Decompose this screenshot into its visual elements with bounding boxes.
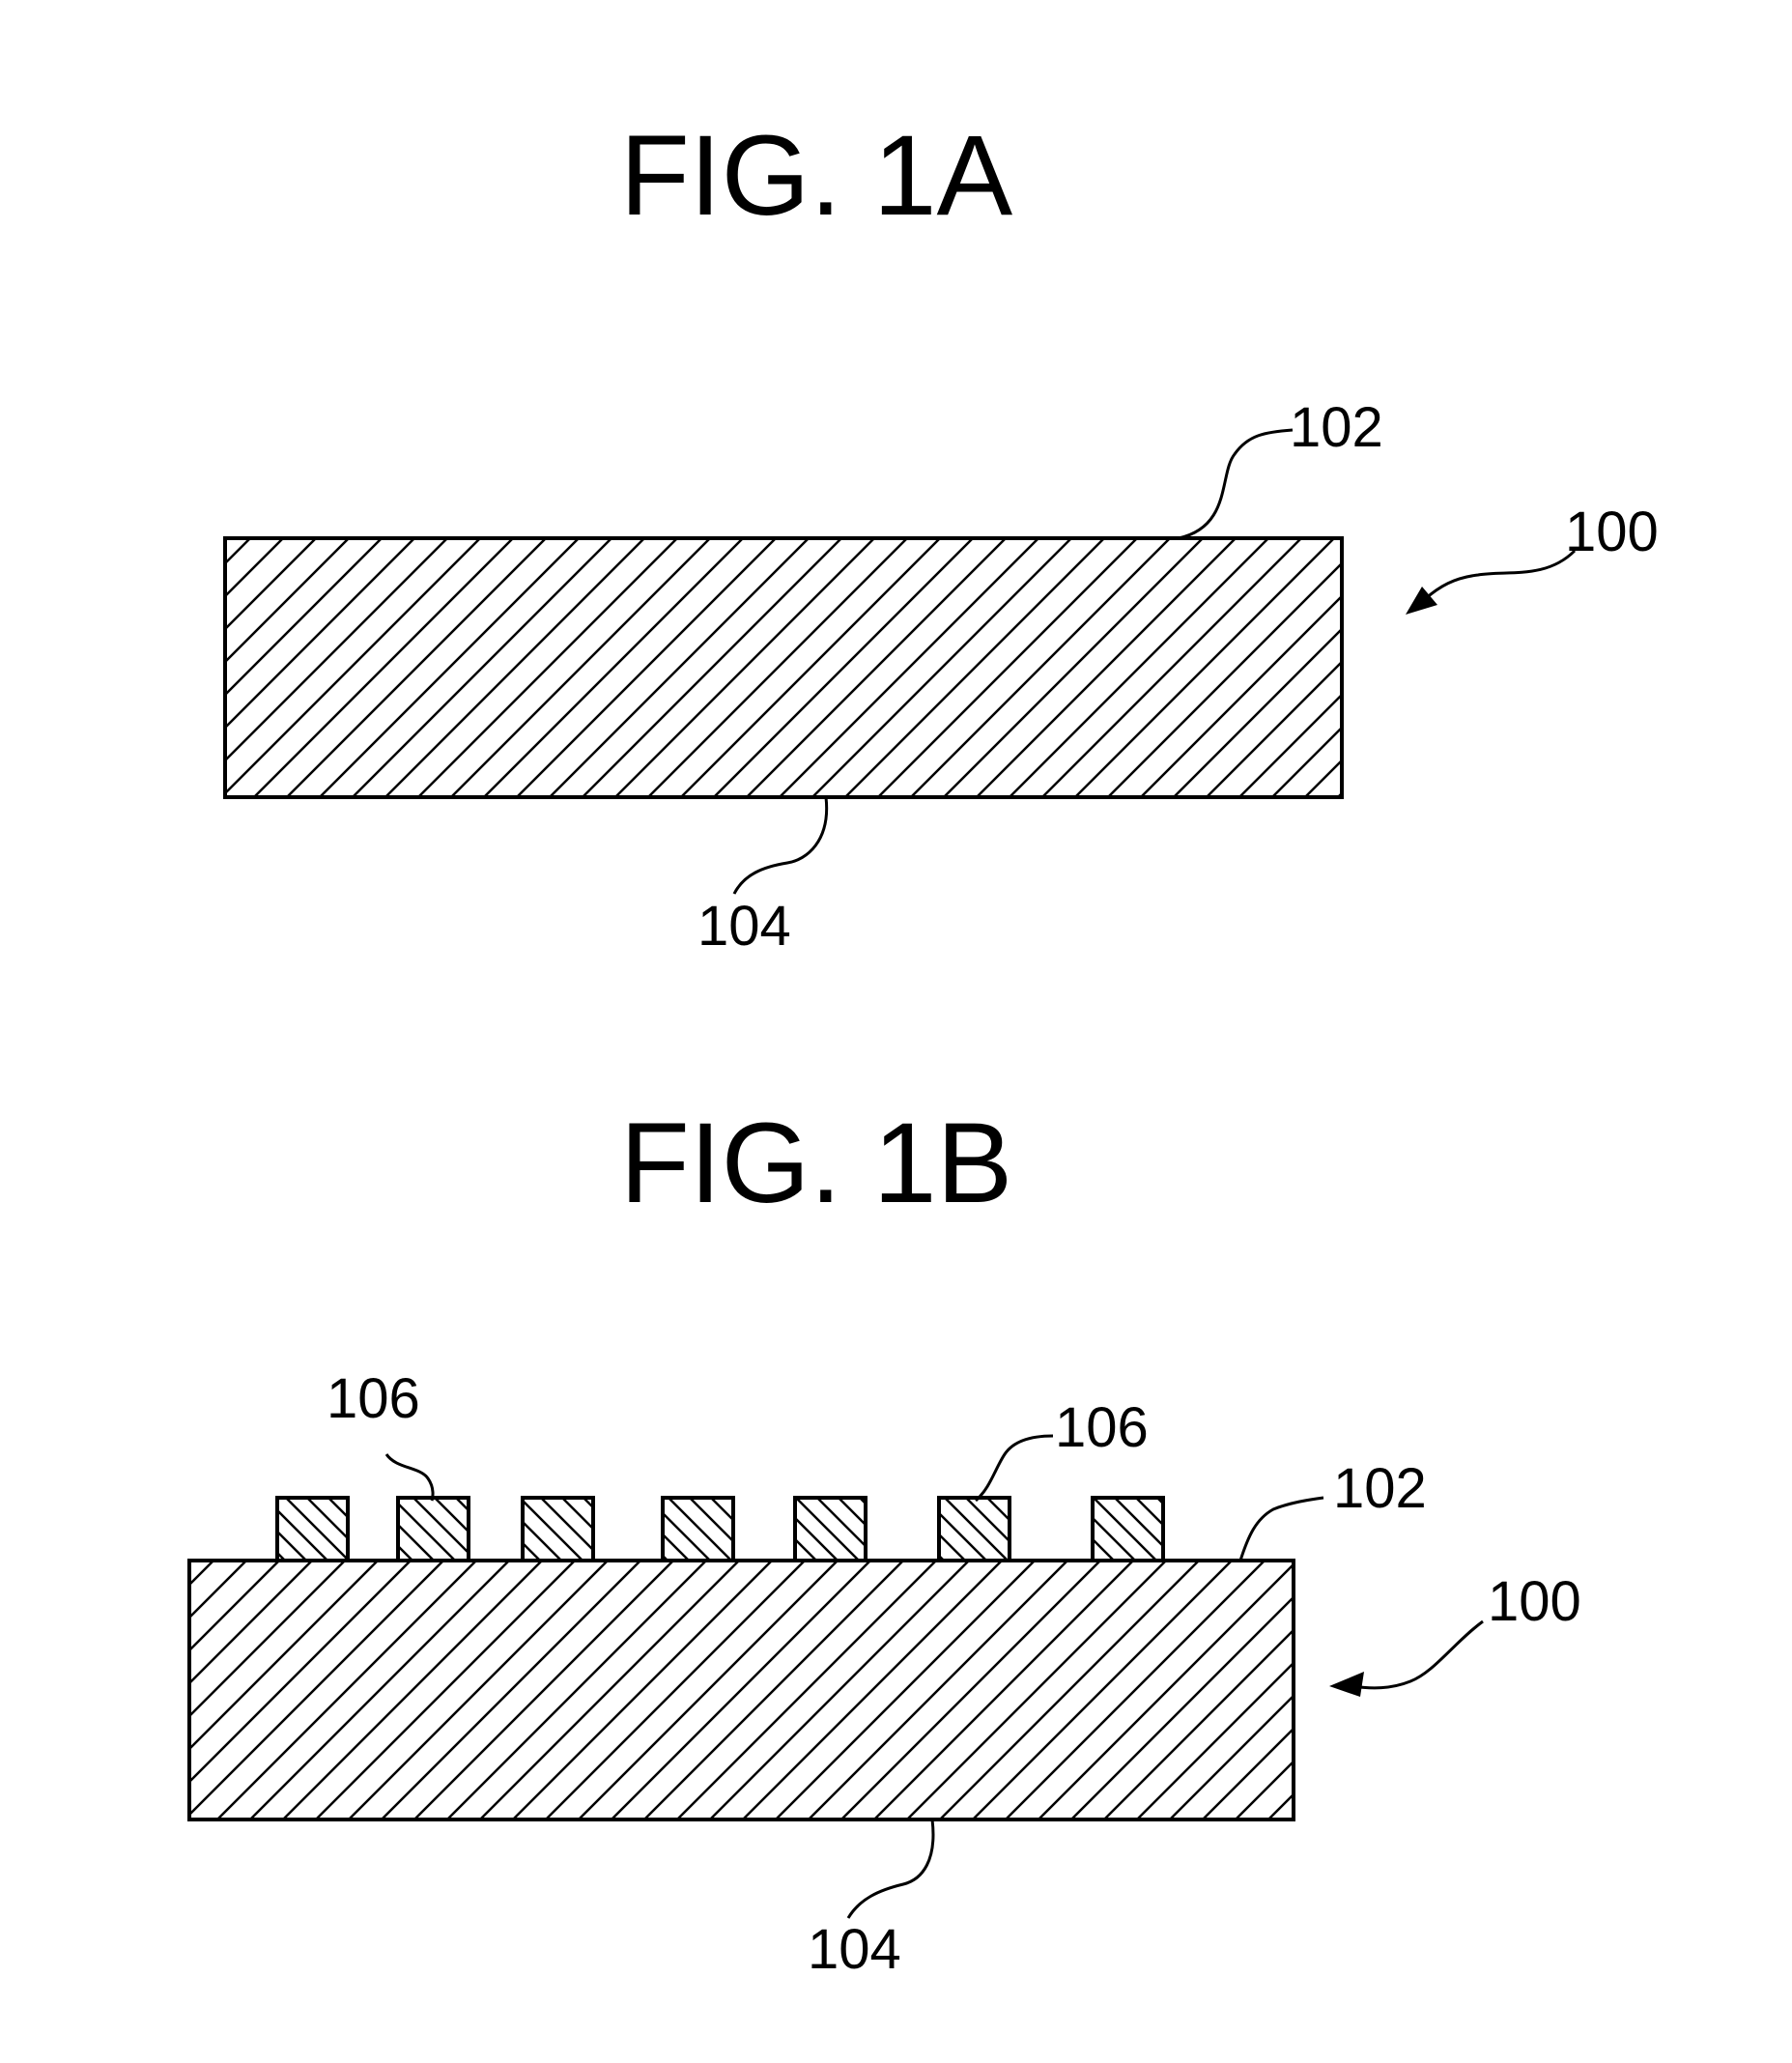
- fig1b-arrowhead-100: [1329, 1672, 1364, 1697]
- fig1a-label-102: 102: [1290, 396, 1383, 459]
- fig1b-pad-3: [523, 1498, 593, 1561]
- fig1b-label-106-right: 106: [1055, 1396, 1149, 1459]
- fig1b-leader-106-left: [386, 1454, 433, 1501]
- fig1b-leader-100: [1352, 1621, 1483, 1688]
- fig1b-pad-7: [1093, 1498, 1163, 1561]
- fig1b-pad-6: [939, 1498, 1010, 1561]
- fig1b-pad-2: [398, 1498, 469, 1561]
- fig1a-leader-100: [1425, 551, 1575, 599]
- fig1b-substrate-body: [189, 1561, 1294, 1819]
- fig1b-label-106-left: 106: [327, 1367, 420, 1430]
- fig1a-label-104: 104: [697, 895, 791, 958]
- fig1b-pad-1: [277, 1498, 348, 1561]
- fig1b-label-100: 100: [1488, 1570, 1581, 1633]
- figure-1a: FIG. 1A 102 104 100: [225, 112, 1659, 958]
- fig1a-label-100: 100: [1565, 501, 1659, 563]
- fig1a-substrate-body: [225, 538, 1342, 797]
- fig1b-leader-106-right: [976, 1436, 1053, 1501]
- figure-1b-title: FIG. 1B: [620, 1100, 1013, 1227]
- fig1a-leader-102: [1179, 430, 1293, 538]
- fig1b-leader-104: [848, 1819, 933, 1918]
- fig1b-pad-5: [795, 1498, 866, 1561]
- fig1a-leader-104: [734, 797, 827, 894]
- fig1a-arrowhead-100: [1406, 587, 1437, 615]
- fig1b-label-102: 102: [1333, 1457, 1427, 1520]
- fig1b-leader-102: [1240, 1498, 1323, 1561]
- fig1b-label-104: 104: [808, 1918, 901, 1981]
- fig1b-pad-4: [663, 1498, 733, 1561]
- figure-1b: FIG. 1B 106 106 102 104 100: [189, 1100, 1581, 1981]
- figure-1a-title: FIG. 1A: [620, 112, 1013, 240]
